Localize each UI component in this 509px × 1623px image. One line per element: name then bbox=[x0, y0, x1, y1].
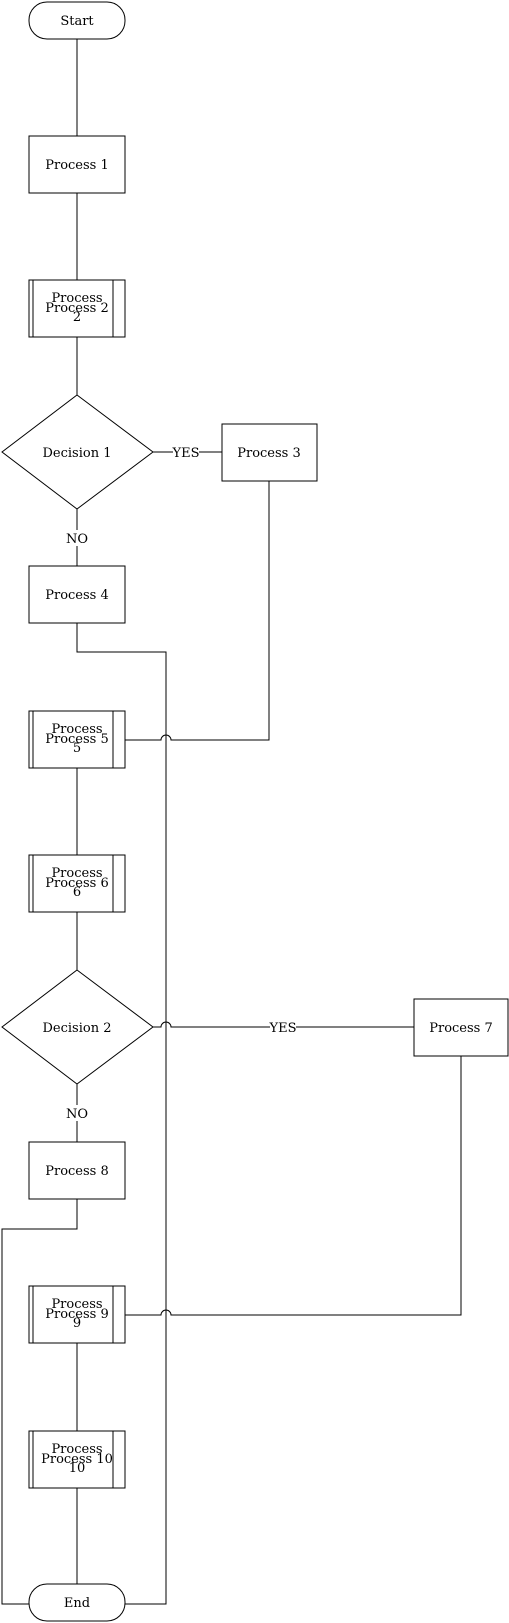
process-4-label: Process 4 bbox=[45, 588, 109, 603]
node-decision-2[interactable]: Decision 2 bbox=[1, 969, 154, 1085]
process-1-label: Process 1 bbox=[45, 158, 109, 173]
d1-yes-label: YES bbox=[172, 446, 200, 461]
edge-p3-p5 bbox=[125, 481, 270, 741]
node-start[interactable]: Start bbox=[28, 1, 126, 40]
node-process-5[interactable]: Process Process 5 5 bbox=[28, 710, 126, 769]
process-2-label: Process 2 bbox=[45, 301, 109, 316]
process-9-label: Process 9 bbox=[45, 1307, 109, 1322]
d2-yes-label: YES bbox=[269, 1021, 297, 1036]
process-9-overlay-line-2: 9 bbox=[73, 1316, 81, 1331]
node-process-7[interactable]: Process 7 bbox=[413, 998, 509, 1057]
process-5-label: Process 5 bbox=[45, 732, 109, 747]
process-5-overlay-line-1: Process bbox=[51, 722, 102, 737]
process-6-overlay-line-2: 6 bbox=[73, 885, 81, 900]
process-10-label: Process 10 bbox=[41, 1452, 113, 1467]
process-2-overlay-line-2: 2 bbox=[73, 310, 81, 325]
process-2-overlay-line-1: Process bbox=[51, 291, 102, 306]
node-process-3[interactable]: Process 3 bbox=[221, 423, 318, 482]
node-process-2[interactable]: Process Process 2 2 bbox=[28, 279, 126, 338]
process-8-label: Process 8 bbox=[45, 1164, 109, 1179]
node-process-10[interactable]: Process Process 10 10 bbox=[28, 1430, 126, 1489]
node-process-4[interactable]: Process 4 bbox=[28, 565, 126, 624]
node-process-8[interactable]: Process 8 bbox=[28, 1141, 126, 1200]
process-10-overlay-line-2: 10 bbox=[69, 1461, 86, 1476]
node-end[interactable]: End bbox=[28, 1583, 126, 1622]
process-5-overlay-line-2: 5 bbox=[73, 741, 81, 756]
node-decision-1[interactable]: Decision 1 bbox=[1, 394, 154, 510]
edge-p4-end bbox=[76, 623, 167, 1605]
end-label: End bbox=[64, 1596, 90, 1611]
edge-p8-end bbox=[1, 1199, 78, 1605]
edge-p7-p9 bbox=[125, 1056, 462, 1316]
process-6-overlay-line-1: Process bbox=[51, 866, 102, 881]
start-label: Start bbox=[60, 14, 94, 29]
node-process-6[interactable]: Process Process 6 6 bbox=[28, 854, 126, 913]
decision-1-label: Decision 1 bbox=[43, 446, 112, 461]
d1-no-label: NO bbox=[66, 532, 88, 547]
process-10-overlay-line-1: Process bbox=[51, 1442, 102, 1457]
node-process-1[interactable]: Process 1 bbox=[28, 135, 126, 194]
decision-2-label: Decision 2 bbox=[43, 1021, 112, 1036]
process-3-label: Process 3 bbox=[237, 446, 301, 461]
node-process-9[interactable]: Process Process 9 9 bbox=[28, 1285, 126, 1344]
edge-labels: YES NO YES NO bbox=[66, 444, 297, 1122]
process-7-label: Process 7 bbox=[429, 1021, 493, 1036]
process-6-label: Process 6 bbox=[45, 876, 109, 891]
d2-no-label: NO bbox=[66, 1107, 88, 1122]
process-9-overlay-line-1: Process bbox=[51, 1297, 102, 1312]
edge-d2-p7 bbox=[153, 1021, 414, 1028]
connectors bbox=[1, 39, 462, 1605]
